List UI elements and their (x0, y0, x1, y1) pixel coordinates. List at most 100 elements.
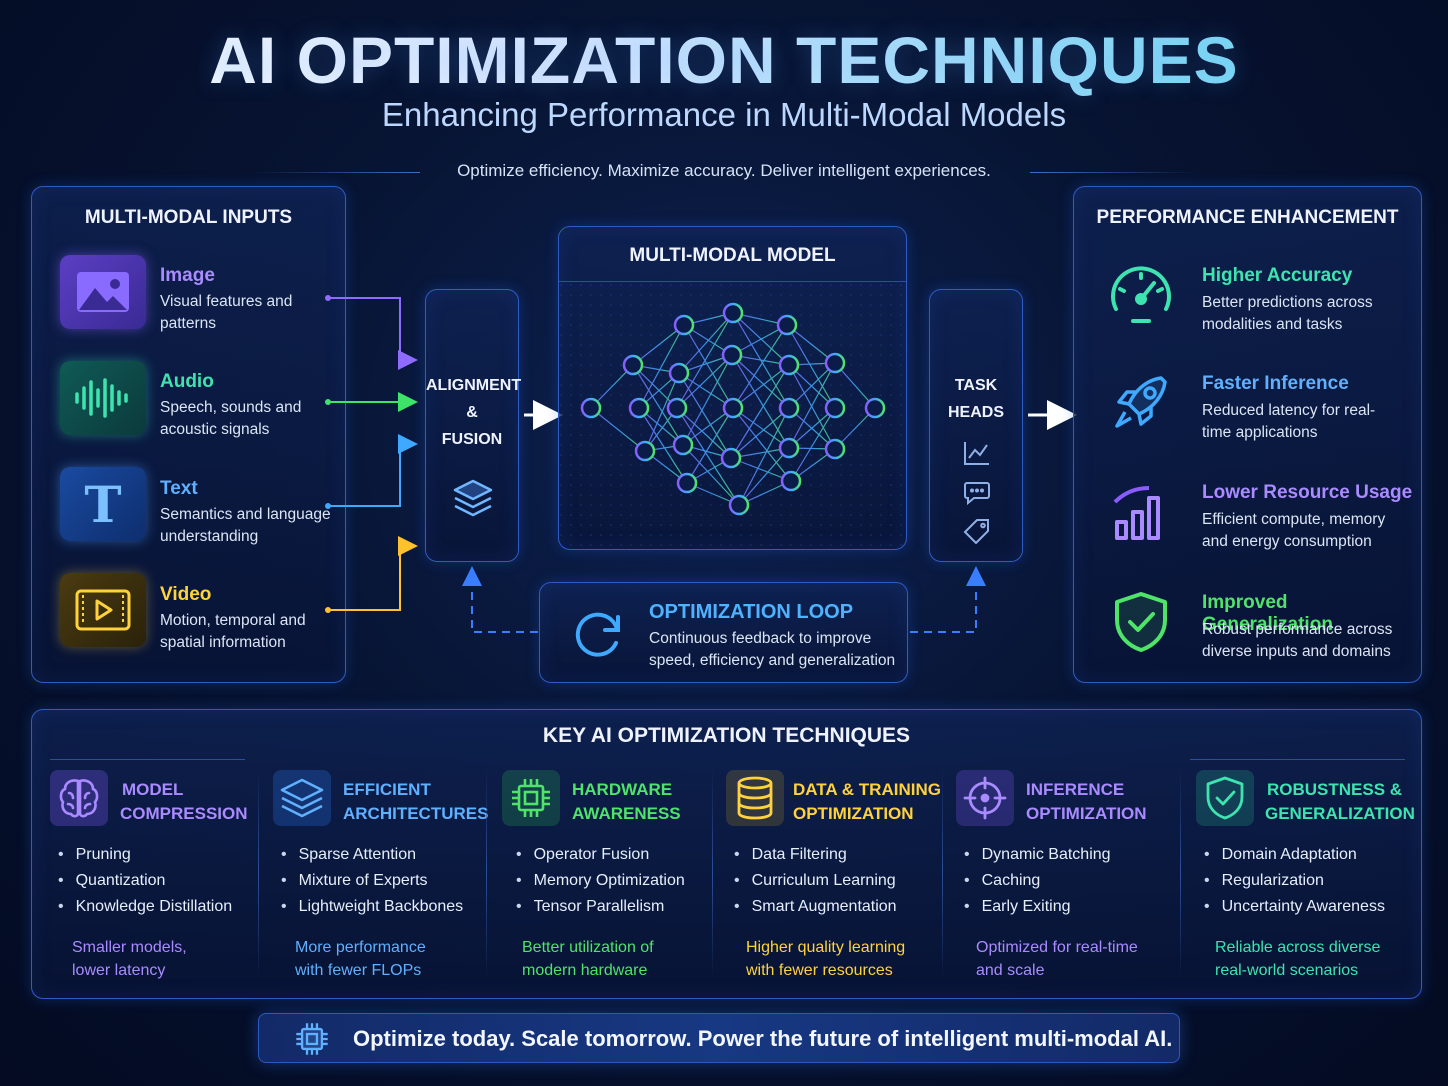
tech-3-bullet: Memory Optimization (516, 868, 685, 894)
network-node (580, 397, 602, 419)
tech-1-bullet: Quantization (58, 868, 232, 894)
task-heads-block: TASK HEADS (929, 289, 1023, 562)
neural-network-icon (559, 283, 908, 549)
network-node (864, 397, 886, 419)
network-edge (731, 354, 790, 449)
input-video-name: Video (160, 584, 212, 605)
speedometer-icon (1098, 255, 1184, 329)
bar-chart-icon (1098, 475, 1184, 549)
tech-6-list: Domain Adaptation Regularization Uncerta… (1204, 842, 1385, 920)
inputs-panel: MULTI-MODAL INPUTS Image Visual features… (31, 186, 346, 683)
perf-accuracy-name: Higher Accuracy (1202, 265, 1353, 286)
input-text-name: Text (160, 478, 198, 499)
network-edge (678, 312, 734, 374)
tech-1-bullet: Pruning (58, 842, 232, 868)
model-panel-title: MULTI-MODAL MODEL (629, 245, 836, 266)
tagline-divider-left (250, 172, 420, 173)
technique-separator (712, 768, 713, 978)
network-edge (788, 362, 836, 409)
network-edge (682, 354, 733, 446)
network-edge (738, 447, 790, 506)
technique-separator (1180, 768, 1181, 978)
network-node (666, 397, 688, 419)
network-edge (644, 372, 680, 452)
network-node (720, 447, 742, 469)
network-edge (730, 457, 792, 482)
network-edge (790, 407, 836, 482)
tech-4-list: Data Filtering Curriculum Learning Smart… (734, 842, 897, 920)
tech-2-bullet: Lightweight Backbones (281, 894, 464, 920)
tech-1-bullet: Knowledge Distillation (58, 894, 233, 920)
tag-icon (963, 518, 991, 549)
network-edge (676, 407, 732, 459)
techniques-title-divider-right (1190, 759, 1405, 760)
network-node (776, 314, 798, 336)
network-node (668, 362, 690, 384)
alignment-line2: & (466, 404, 478, 421)
refresh-icon (572, 609, 626, 666)
network-node (824, 438, 846, 460)
network-edge (786, 324, 836, 409)
network-edge (678, 372, 734, 409)
tech-5-bullet: Dynamic Batching (964, 842, 1111, 868)
perf-inference-desc: Reduced latency for real-time applicatio… (1202, 402, 1376, 441)
input-image-name: Image (160, 265, 215, 286)
tech-2-bullet: Sparse Attention (281, 842, 463, 868)
shield-check-icon (1098, 585, 1184, 659)
tech-2-bullet: Mixture of Experts (281, 868, 463, 894)
network-edge (738, 407, 790, 506)
tech-6-title: ROBUSTNESS &GENERALIZATION (1265, 780, 1415, 823)
layers-icon (452, 478, 494, 525)
perf-generalization-desc: Robust performance across diverse inputs… (1202, 621, 1393, 660)
network-node (676, 472, 698, 494)
input-audio-desc: Speech, sounds and acoustic signals (160, 399, 302, 438)
perf-resource-desc: Efficient compute, memory and energy con… (1202, 511, 1386, 550)
tech-5-bullet: Early Exiting (964, 894, 1111, 920)
network-edge (682, 444, 740, 506)
tech-4-bullet: Smart Augmentation (734, 894, 897, 920)
task-heads-line1: TASK (954, 377, 998, 394)
model-divider (559, 281, 906, 282)
tech-5-list: Dynamic Batching Caching Early Exiting (964, 842, 1111, 920)
network-edge (590, 407, 646, 452)
shield-check-icon (1196, 770, 1254, 826)
network-node (824, 397, 846, 419)
loop-desc-line1: Continuous feedback to improve (649, 630, 872, 647)
technique-separator (258, 768, 259, 978)
network-edge (676, 312, 734, 409)
network-edge (788, 364, 836, 409)
tech-5-bullet: Caching (964, 868, 1111, 894)
network-node (722, 397, 744, 419)
tech-6-bullet: Uncertainty Awareness (1204, 894, 1385, 920)
model-panel: MULTI-MODAL MODEL (558, 226, 908, 550)
chart-icon (963, 440, 991, 471)
network-edge (788, 362, 836, 449)
inputs-panel-title: MULTI-MODAL INPUTS (84, 207, 293, 228)
tech-2-list: Sparse Attention Mixture of Experts Ligh… (281, 842, 464, 920)
network-node (824, 352, 846, 374)
network-node (728, 494, 750, 516)
tech-1-list: Pruning Quantization Knowledge Distillat… (58, 842, 233, 920)
network-edge (683, 324, 734, 409)
rocket-icon (1098, 365, 1184, 439)
text-icon: T (60, 467, 146, 541)
network-edge (638, 407, 688, 484)
network-edge (676, 407, 740, 506)
network-node (780, 470, 802, 492)
network-node (721, 344, 743, 366)
tech-6-bullet: Domain Adaptation (1204, 842, 1385, 868)
network-node (722, 302, 744, 324)
alignment-line1: ALIGNMENT (426, 377, 522, 394)
flow-connectors (325, 295, 1077, 633)
alignment-line3: FUSION (441, 431, 503, 448)
page-title: AI OPTIMIZATION TECHNIQUES (0, 22, 1448, 98)
input-text-desc: Semantics and language understanding (160, 506, 331, 545)
network-node (634, 440, 656, 462)
